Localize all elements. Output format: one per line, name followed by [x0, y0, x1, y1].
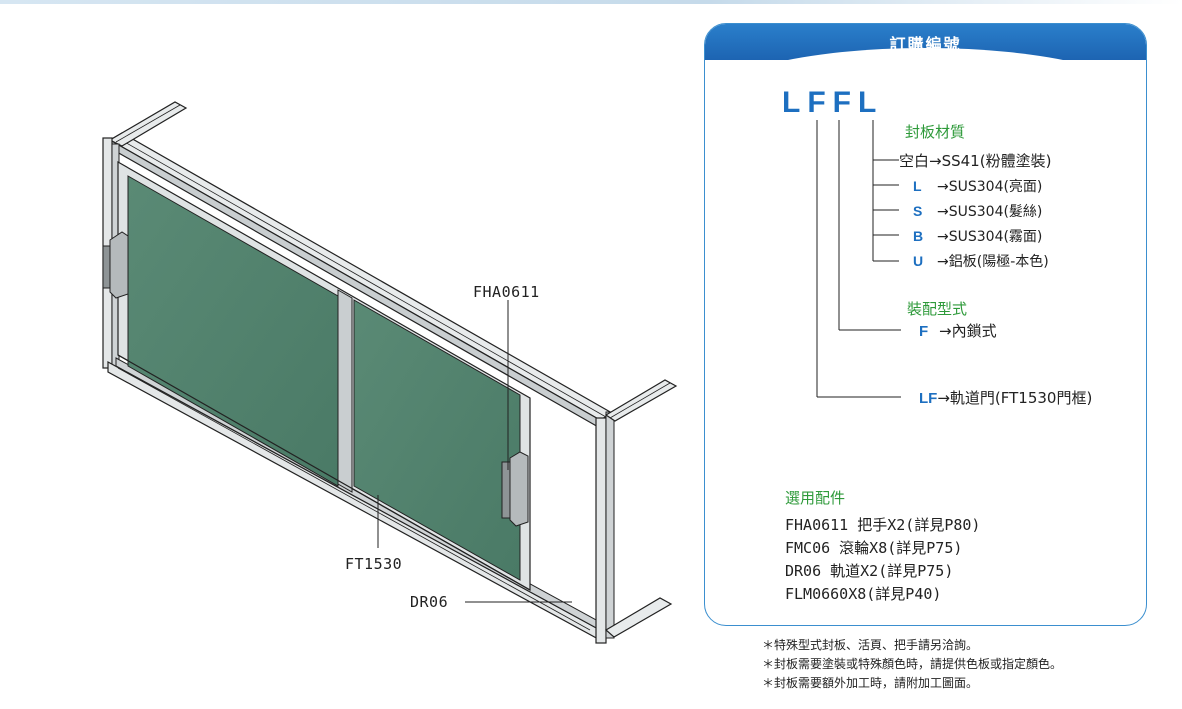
material-key: U — [913, 253, 924, 269]
note-line: ＊封板需要額外加工時，請附加工圖面。 — [762, 676, 979, 690]
material-row-b: B →SUS304(霧面) — [913, 226, 1042, 246]
sliding-door-frame-drawing — [102, 101, 678, 644]
order-code: LFFL — [782, 86, 884, 119]
code-tree-lines — [816, 120, 901, 398]
note-line: ＊特殊型式封板、活頁、把手請另洽詢。 — [762, 638, 979, 652]
material-row-blank: 空白→SS41(粉體塗裝) — [899, 150, 1051, 171]
accessory-item: FHA0611 把手X2(詳見P80) — [785, 516, 981, 534]
material-text: →SUS304(亮面) — [937, 179, 1043, 195]
accessory-item: DR06 軌道X2(詳見P75) — [785, 562, 954, 580]
note-line: ＊封板需要塗裝或特殊顏色時，請提供色板或指定顏色。 — [762, 657, 1063, 671]
material-row-s: S →SUS304(髮絲) — [913, 201, 1042, 221]
label-dr06: DR06 — [410, 593, 449, 611]
material-key: 空白 — [899, 152, 930, 170]
fitting-key: F — [919, 323, 929, 340]
label-ft1530: FT1530 — [345, 555, 403, 573]
material-key: S — [913, 203, 923, 219]
material-key: L — [913, 178, 922, 194]
fitting-title: 裝配型式 — [907, 300, 968, 318]
door-row: LF→軌道門(FT1530門框) — [919, 387, 1092, 408]
material-row-l: L →SUS304(亮面) — [913, 176, 1042, 196]
material-title: 封板材質 — [905, 123, 966, 141]
fitting-row: F →內鎖式 — [919, 320, 997, 341]
accessories-title: 選用配件 — [785, 489, 846, 507]
material-text: →SUS304(髮絲) — [937, 204, 1043, 220]
label-fha0611: FHA0611 — [473, 283, 540, 301]
door-text: →軌道門(FT1530門框) — [937, 389, 1093, 407]
material-text: →鋁板(陽極-本色) — [937, 254, 1049, 270]
material-text: →SS41(粉體塗裝) — [929, 152, 1052, 170]
fitting-text: →內鎖式 — [939, 322, 997, 340]
material-row-u: U →鋁板(陽極-本色) — [913, 251, 1049, 271]
top-divider — [0, 0, 1182, 4]
door-key: LF — [919, 390, 938, 407]
accessory-item: FLM0660X8(詳見P40) — [785, 585, 942, 603]
accessory-item: FMC06 滾輪X8(詳見P75) — [785, 539, 963, 557]
order-code-panel: 訂購編號 LFFL 封板材質 空白→SS41(粉體塗裝) L→SUS304(亮面… — [704, 23, 1147, 626]
material-text: →SUS304(霧面) — [937, 229, 1043, 245]
material-key: B — [913, 228, 924, 244]
